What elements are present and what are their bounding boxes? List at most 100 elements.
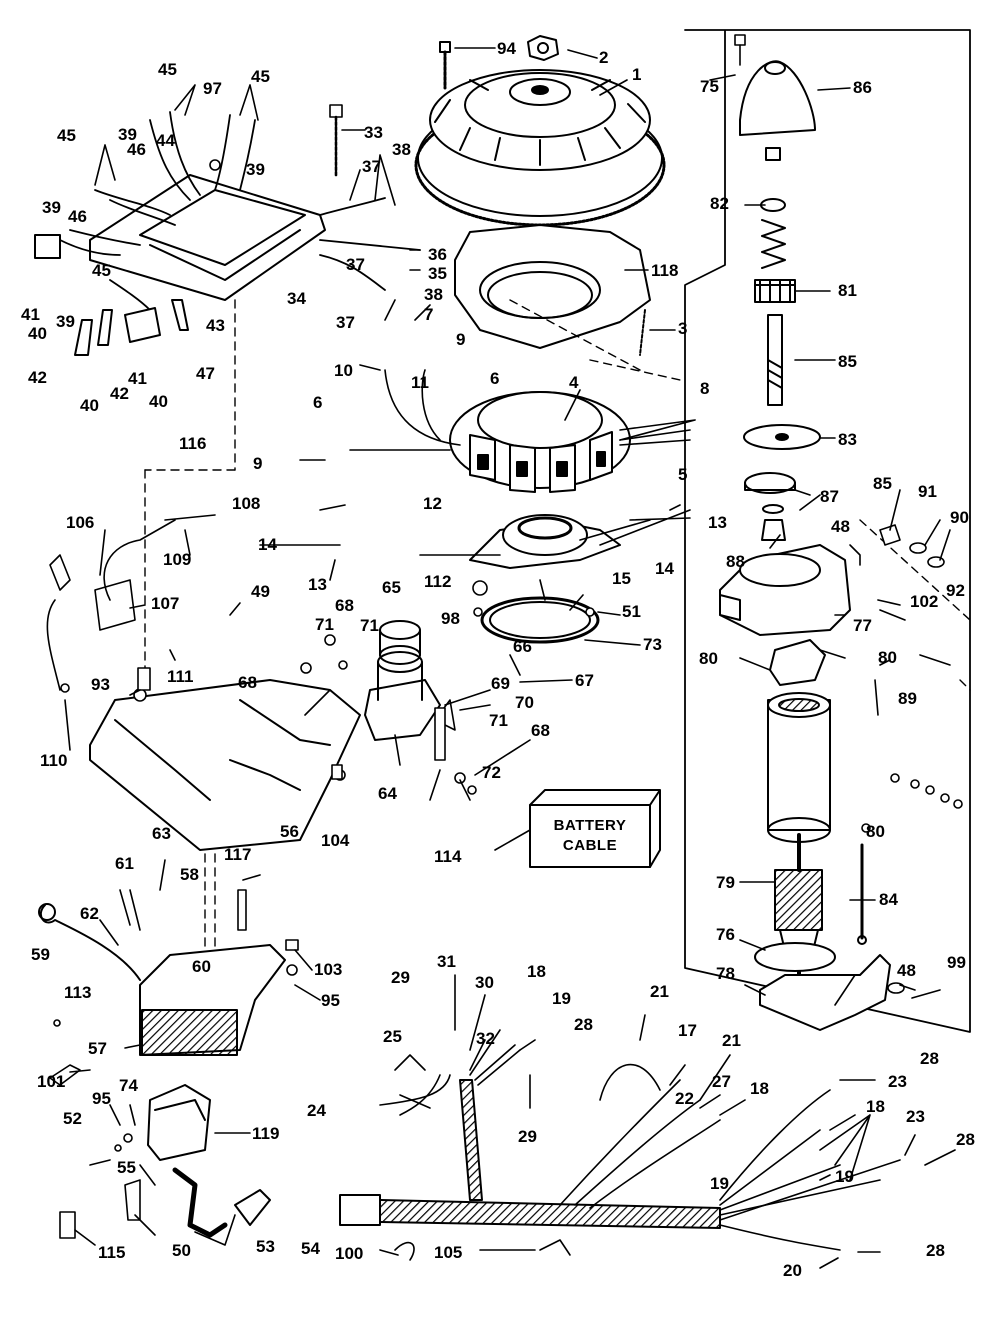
callout-68a: 68 [335, 596, 354, 615]
callout-60: 60 [192, 957, 211, 976]
leader-lines [64, 47, 956, 1269]
flywheel [414, 69, 666, 227]
callout-41b: 41 [128, 369, 147, 388]
callout-48a: 48 [831, 517, 850, 536]
callout-72: 72 [482, 763, 501, 782]
callout-8: 8 [700, 379, 710, 398]
callout-12: 12 [423, 494, 442, 513]
callout-29a: 29 [391, 968, 410, 987]
power-pack [89, 174, 326, 301]
stator-mount-ring [454, 224, 651, 349]
pinion-gear-81 [754, 279, 796, 303]
callout-112: 112 [424, 572, 452, 591]
callout-35: 35 [428, 264, 447, 283]
callout-25: 25 [383, 1027, 402, 1046]
starter-spring-82 [760, 147, 786, 269]
callout-81: 81 [838, 281, 857, 300]
end-plate-76 [754, 942, 836, 972]
spark-plug-boot-42b [97, 309, 113, 346]
flywheel-nut [527, 35, 559, 61]
callout-73: 73 [643, 635, 662, 654]
callout-98: 98 [441, 609, 460, 628]
battery-label-line1: BATTERY [553, 817, 627, 834]
callout-6b: 6 [313, 393, 323, 412]
callout-103: 103 [314, 960, 343, 979]
callout-83: 83 [838, 430, 857, 449]
callout-27: 27 [712, 1072, 731, 1091]
callout-28a: 28 [574, 1015, 593, 1034]
callout-41a: 41 [21, 305, 40, 324]
callout-104: 104 [321, 831, 350, 850]
callout-75: 75 [700, 77, 719, 96]
callout-85a: 85 [838, 352, 857, 371]
callout-58: 58 [180, 865, 199, 884]
callout-67: 67 [575, 671, 594, 690]
callout-92: 92 [946, 581, 965, 600]
callout-97: 97 [203, 79, 222, 98]
callout-71b: 71 [360, 616, 379, 635]
callout-69: 69 [491, 674, 510, 693]
callout-42a: 42 [28, 368, 47, 387]
callout-102: 102 [910, 592, 939, 611]
callout-18c: 18 [866, 1097, 885, 1116]
callout-13a: 13 [708, 513, 727, 532]
callout-13b: 13 [308, 575, 327, 594]
stator-assembly [449, 391, 631, 493]
callout-118: 118 [651, 261, 679, 280]
callout-119: 119 [252, 1124, 280, 1143]
callout-19b: 19 [710, 1174, 729, 1193]
callout-23a: 23 [888, 1072, 907, 1091]
callout-7: 7 [424, 305, 434, 324]
callout-2: 2 [599, 48, 609, 67]
callout-30: 30 [475, 973, 494, 992]
starter-frame [767, 692, 831, 843]
callout-28b: 28 [920, 1049, 939, 1068]
callout-107: 107 [151, 594, 180, 613]
callout-95a: 95 [321, 991, 340, 1010]
callout-49: 49 [251, 582, 270, 601]
callout-44: 44 [156, 131, 175, 150]
callout-78: 78 [716, 964, 735, 983]
callout-54: 54 [301, 1239, 320, 1258]
callout-56: 56 [280, 822, 299, 841]
starter-bracket-78 [759, 954, 891, 1031]
battery-cable-box [529, 789, 661, 868]
small-fasteners [49, 34, 963, 1261]
connector-41 [34, 234, 61, 259]
callout-94: 94 [497, 39, 516, 58]
callout-21b: 21 [722, 1031, 741, 1050]
callout-14a: 14 [258, 535, 277, 554]
callout-15: 15 [612, 569, 631, 588]
callout-40c: 40 [149, 392, 168, 411]
callout-37b: 37 [346, 255, 365, 274]
callout-99: 99 [947, 953, 966, 972]
callout-65: 65 [382, 578, 401, 597]
wiring-harness [339, 1029, 901, 1251]
callout-9a: 9 [456, 330, 466, 349]
callout-45c: 45 [57, 126, 76, 145]
callout-84: 84 [879, 890, 898, 909]
callout-77: 77 [853, 616, 872, 635]
callout-87: 87 [820, 487, 839, 506]
callout-74: 74 [119, 1076, 138, 1095]
callout-68c: 68 [531, 721, 550, 740]
callout-50: 50 [172, 1241, 191, 1260]
drive-shaft-85 [767, 314, 783, 406]
callout-37c: 37 [336, 313, 355, 332]
gear-85 [744, 472, 796, 494]
callout-95b: 95 [92, 1089, 111, 1108]
callout-19a: 19 [552, 989, 571, 1008]
callout-39c: 39 [42, 198, 61, 217]
callout-71c: 71 [489, 711, 508, 730]
rectifier [139, 944, 286, 1056]
plug-cap-53 [172, 1167, 228, 1238]
callout-20: 20 [783, 1261, 802, 1280]
callout-109: 109 [163, 550, 192, 569]
callout-116: 116 [179, 434, 207, 453]
washer-83 [743, 424, 821, 450]
callout-70: 70 [515, 693, 534, 712]
callout-80c: 80 [866, 822, 885, 841]
callout-48b: 48 [897, 961, 916, 980]
